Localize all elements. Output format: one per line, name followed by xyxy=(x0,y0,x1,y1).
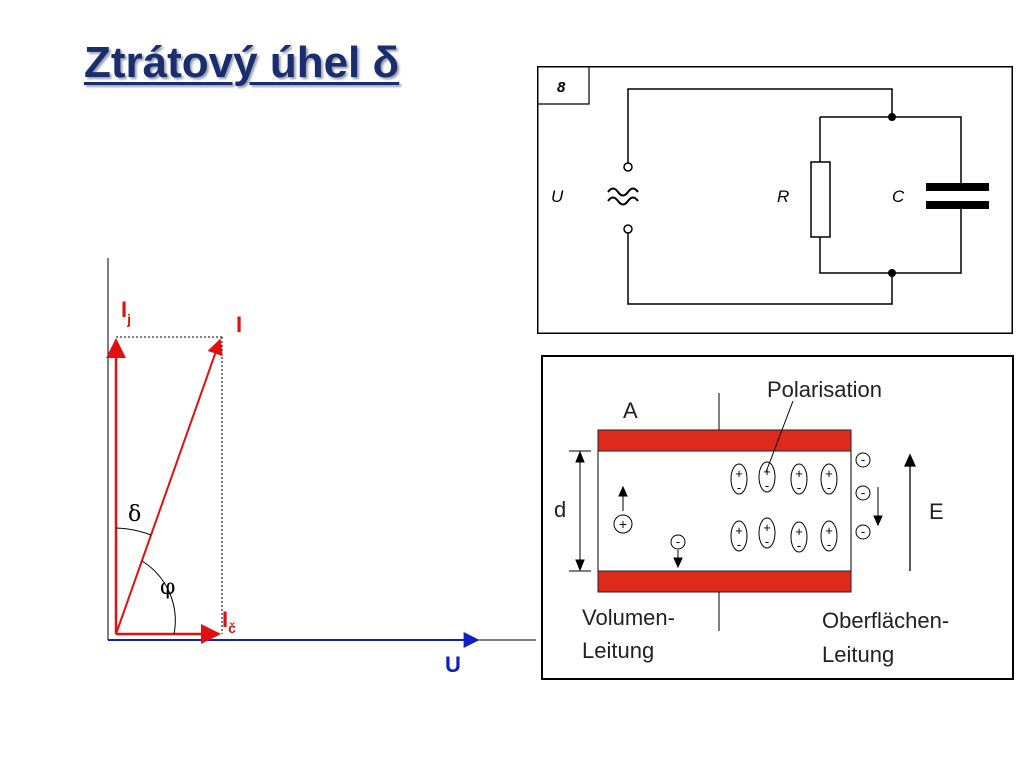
svg-text:-: - xyxy=(737,480,741,495)
label-surface-line2: Leitung xyxy=(822,642,894,667)
svg-text:+: + xyxy=(735,466,743,481)
surface-charges xyxy=(855,452,871,540)
svg-text:+: + xyxy=(763,520,771,535)
svg-text:+: + xyxy=(825,466,833,481)
label-ic: Ič xyxy=(222,607,236,636)
svg-text:-: - xyxy=(827,480,831,495)
label-d: d xyxy=(554,497,566,522)
polarisation-pointer xyxy=(765,400,794,473)
label-surface-line1: Oberflächen- xyxy=(822,608,949,633)
label-volume-line1: Volumen- xyxy=(582,605,675,630)
distance-d-marker xyxy=(569,450,591,572)
label-u-phasor: U xyxy=(445,652,461,677)
capacitor-plate-top xyxy=(926,183,989,191)
label-r: R xyxy=(777,187,789,206)
source-terminal-top xyxy=(623,162,633,172)
junction-bottom xyxy=(888,269,896,277)
figure-number-box xyxy=(537,66,590,105)
svg-text:+: + xyxy=(735,523,743,538)
phi-arc xyxy=(141,560,176,635)
resistor xyxy=(810,161,831,238)
free-positive-charge xyxy=(613,514,633,534)
svg-text:-: - xyxy=(861,452,865,467)
free-positive-sign: + xyxy=(619,516,627,532)
capacitor-plate-bottom xyxy=(926,201,989,209)
ac-source-icon xyxy=(607,187,639,206)
page-title: Ztrátový úhel δ xyxy=(84,38,400,87)
dipole-signs: +- +- +- +- +- +- +- +- xyxy=(735,464,833,553)
plate-top xyxy=(597,429,852,452)
svg-text:-: - xyxy=(797,480,801,495)
surface-charge-arrow xyxy=(873,487,883,527)
delta-arc xyxy=(115,527,152,536)
junction-top xyxy=(888,113,896,121)
svg-text:+: + xyxy=(795,524,803,539)
svg-text:+: + xyxy=(763,464,771,479)
label-i: I xyxy=(236,312,242,337)
figure-number: 8 xyxy=(557,79,566,96)
label-e: E xyxy=(929,499,944,524)
label-delta: δ xyxy=(128,502,141,527)
dipole-group xyxy=(730,461,838,553)
circuit-wires xyxy=(627,88,962,305)
label-polarisation: Polarisation xyxy=(767,377,882,402)
plate-bottom xyxy=(597,570,852,593)
circuit-diagram: 8 U R C xyxy=(537,66,1013,334)
current-i-vector xyxy=(115,338,223,635)
svg-text:-: - xyxy=(765,478,769,493)
label-volume-line2: Leitung xyxy=(582,638,654,663)
capacitor-diagram: +- +- +- +- +- +- +- +- + - - - - A xyxy=(541,355,1014,680)
label-a: A xyxy=(623,398,638,423)
label-ij: Ij xyxy=(121,297,131,327)
label-u-circuit: U xyxy=(551,187,564,206)
negative-charge-arrow xyxy=(673,550,683,569)
surface-charge-signs: - - - xyxy=(861,452,865,539)
svg-text:-: - xyxy=(861,485,865,500)
svg-text:-: - xyxy=(861,524,865,539)
field-e-arrow xyxy=(903,453,917,571)
svg-text:-: - xyxy=(737,537,741,552)
svg-text:-: - xyxy=(827,537,831,552)
label-phi: φ xyxy=(160,575,175,600)
svg-text:-: - xyxy=(797,538,801,553)
svg-text:+: + xyxy=(825,523,833,538)
svg-text:-: - xyxy=(765,534,769,549)
free-negative-charge xyxy=(670,534,686,550)
label-c: C xyxy=(892,187,905,206)
svg-text:+: + xyxy=(795,466,803,481)
source-terminal-bottom xyxy=(623,224,633,234)
positive-charge-arrow xyxy=(618,485,628,511)
free-negative-sign: - xyxy=(676,534,680,549)
